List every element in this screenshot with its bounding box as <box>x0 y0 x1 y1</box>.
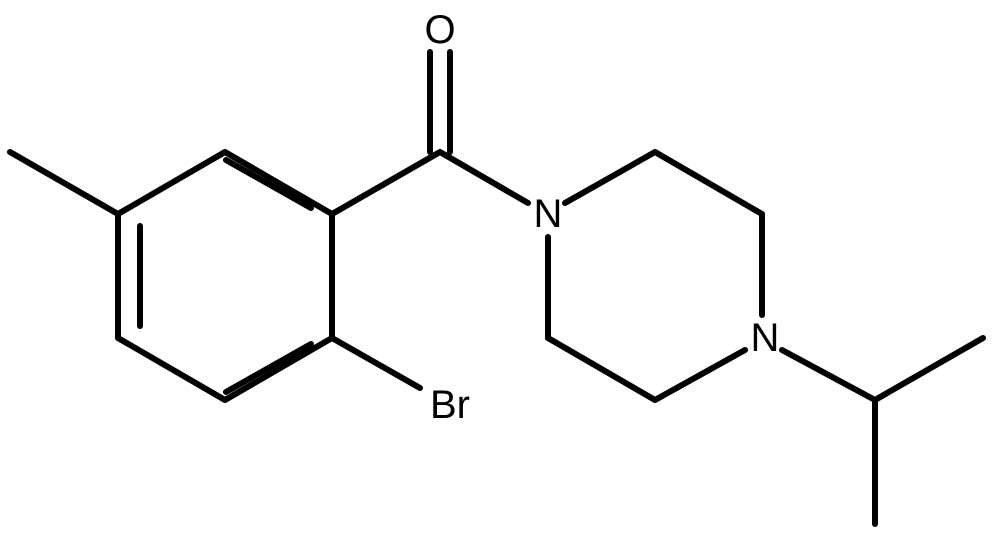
atom-label-nitrogen-amide: N <box>534 192 563 236</box>
bond-methyl <box>7 149 121 217</box>
atom-label-oxygen: O <box>424 8 455 52</box>
bond-ring-c2-c3 <box>115 149 228 217</box>
bond-ring-c1-c2 <box>222 149 335 217</box>
bond-n1-c2 <box>562 149 658 206</box>
bond-ring-c5-c6 <box>222 335 335 403</box>
benzene-ring <box>115 149 335 403</box>
piperazine-ring <box>545 149 765 403</box>
atom-label-bromine: Br <box>430 383 470 427</box>
bond-c-br <box>329 335 423 391</box>
bond-ring-inner-double-3 <box>223 341 314 395</box>
bond-n4-c5 <box>652 347 748 403</box>
bond-ring-carbonyl <box>329 149 443 217</box>
bond-c2-c3 <box>652 149 765 217</box>
bond-c5-c6 <box>545 335 658 403</box>
atom-label-nitrogen-amine: N <box>751 316 780 360</box>
bond-ring-c4-c5 <box>115 335 228 403</box>
bond-ring-inner-double-1 <box>223 157 314 211</box>
bond-isopropyl-methyl-a <box>872 335 986 403</box>
bond-carbonyl-n <box>437 149 531 206</box>
bond-n-isopropyl <box>779 347 878 403</box>
